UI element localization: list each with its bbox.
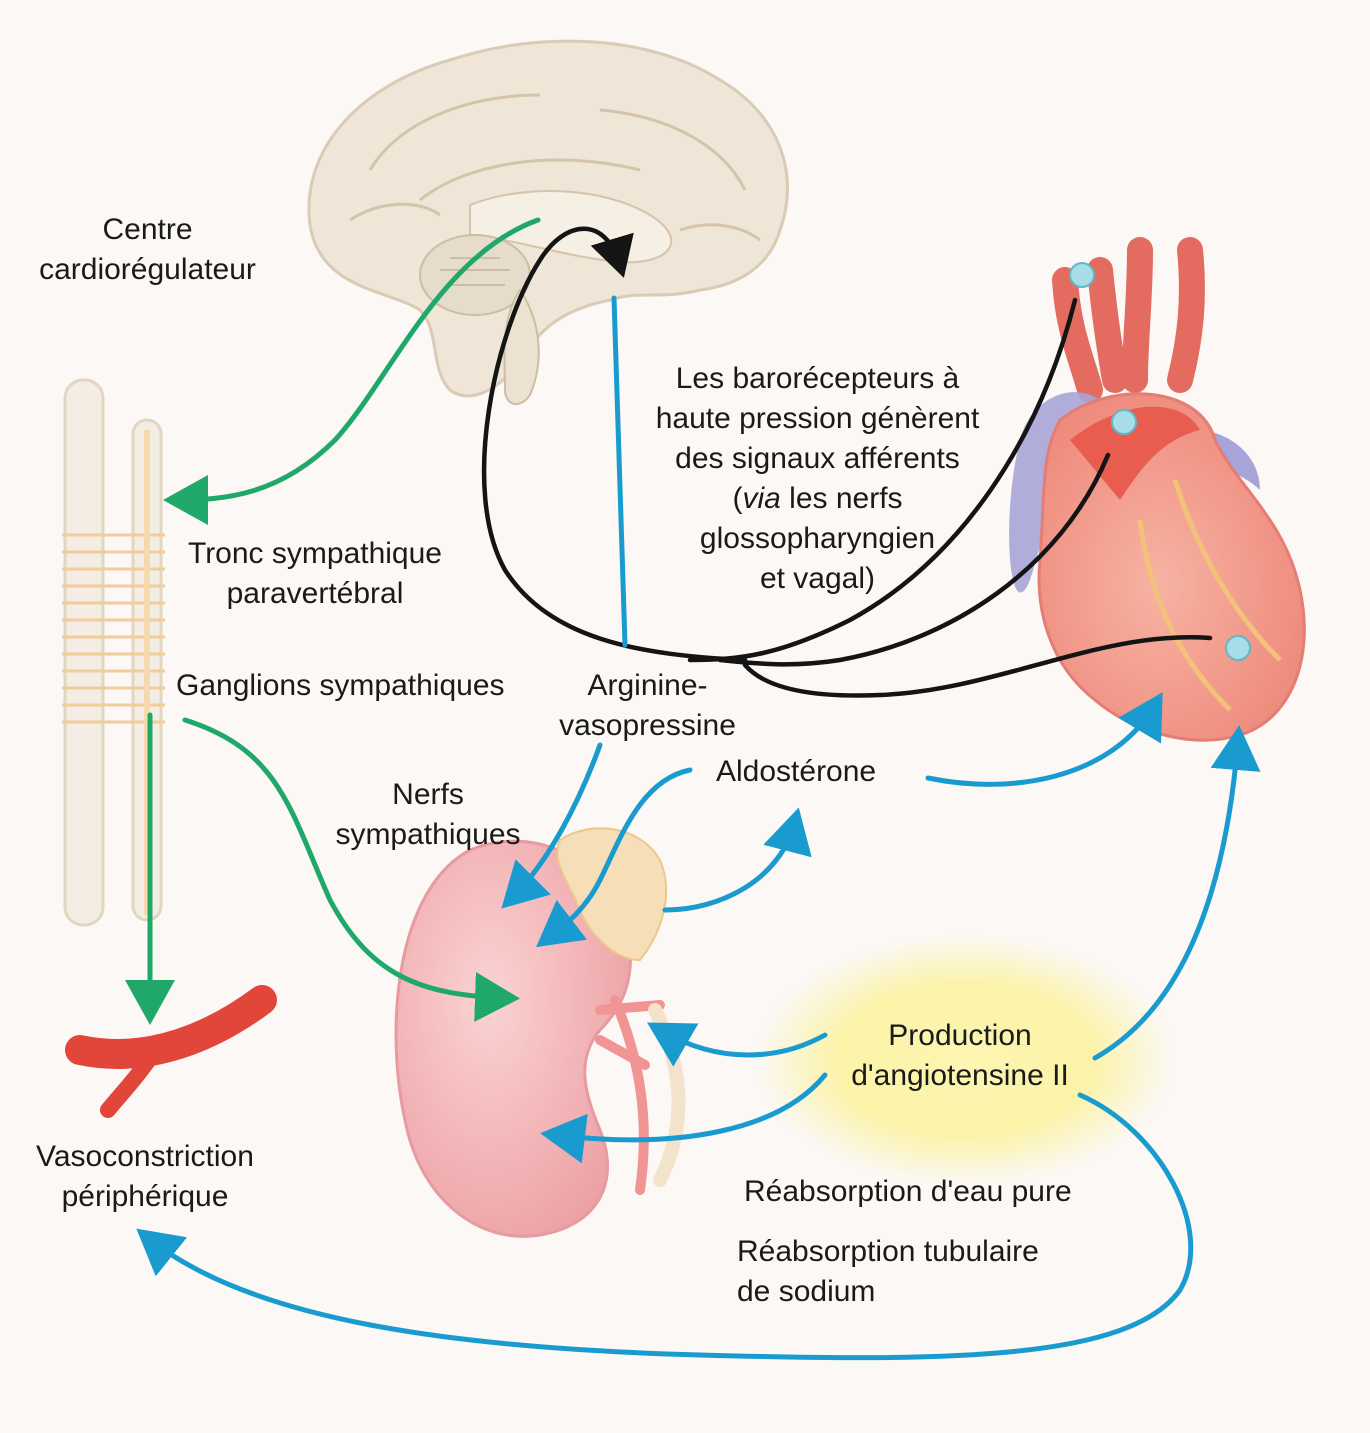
label-line: Les barorécepteurs à	[675, 362, 960, 395]
label-line: vasopressine	[559, 709, 736, 742]
label-line: Nerfs	[392, 778, 464, 811]
arrow-adrenal-to-aldo	[662, 807, 812, 913]
label-line: sympathiques	[335, 818, 521, 851]
blood-vessel-icon	[65, 985, 277, 1118]
label-line: Arginine-	[587, 669, 708, 702]
label-line: Tronc sympathique	[187, 537, 442, 570]
label-line: haute pression génèrent	[655, 402, 980, 435]
label-arginine-vasopressine: Arginine- vasopressine	[545, 666, 750, 746]
les-nerfs: les nerfs	[780, 482, 903, 515]
label-tronc-sympathique: Tronc sympathique paravertébral	[170, 534, 460, 614]
label-line: et vagal)	[759, 562, 876, 595]
label-centre-cardioregulateur: Centre cardiorégulateur	[20, 210, 275, 290]
label-line: (via les nerfs	[630, 479, 1005, 519]
label-line: paravertébral	[226, 577, 404, 610]
green-pathways	[125, 217, 541, 1025]
brain-icon	[307, 39, 789, 405]
label-line: Centre	[102, 213, 193, 246]
arrow-avp-to-kidney	[501, 742, 603, 909]
arrow-aldo-to-kidney	[536, 767, 693, 948]
angiotensin-glow	[755, 935, 1175, 1185]
arrow-angio-to-vessel	[136, 1092, 1194, 1361]
label-line: cardiorégulateur	[39, 253, 256, 286]
arrow-aldo-to-heart	[925, 692, 1163, 787]
via-italic: via	[742, 482, 781, 515]
label-barorecepteurs: Les barorécepteurs à haute pression génè…	[630, 359, 1005, 599]
label-aldosterone: Aldostérone	[716, 755, 877, 788]
heart-icon	[1009, 237, 1306, 742]
label-line: de sodium	[737, 1275, 876, 1308]
label-ganglions-sympathiques: Ganglions sympathiques	[176, 669, 505, 702]
label-line: d'angiotensine II	[851, 1059, 1069, 1092]
label-line: Production	[888, 1019, 1032, 1052]
adrenal-gland-icon	[556, 827, 668, 962]
label-nerfs-sympathiques: Nerfs sympathiques	[318, 775, 538, 855]
blue-pathways	[136, 295, 1261, 1361]
label-reabsorption-sodium: Réabsorption tubulaire de sodium	[737, 1232, 1039, 1312]
label-reabsorption-eau: Réabsorption d'eau pure	[744, 1175, 1072, 1208]
arrow-ganglions-to-kidney	[182, 717, 520, 1022]
arrow-angio-to-heart	[1092, 725, 1261, 1061]
label-line: périphérique	[61, 1180, 229, 1213]
arrow-angio-to-kidney-lower	[540, 1072, 828, 1164]
arrow-centre-to-tronc	[163, 217, 541, 525]
label-vasoconstriction: Vasoconstriction périphérique	[15, 1137, 275, 1217]
label-line: glossopharyngien	[699, 522, 936, 555]
paren-open: (	[732, 482, 743, 515]
label-line: Réabsorption tubulaire	[737, 1235, 1039, 1268]
arrow-angio-to-kidney-upper	[647, 1022, 828, 1067]
spine-icon	[62, 378, 165, 927]
line-brain-to-avp	[611, 295, 628, 648]
label-production-angiotensine: Production d'angiotensine II	[825, 1016, 1095, 1096]
label-line: Vasoconstriction	[36, 1140, 254, 1173]
label-line: des signaux afférents	[675, 442, 960, 475]
arrow-afferent-to-brain	[481, 226, 748, 663]
afferent-pathways	[481, 226, 1213, 698]
